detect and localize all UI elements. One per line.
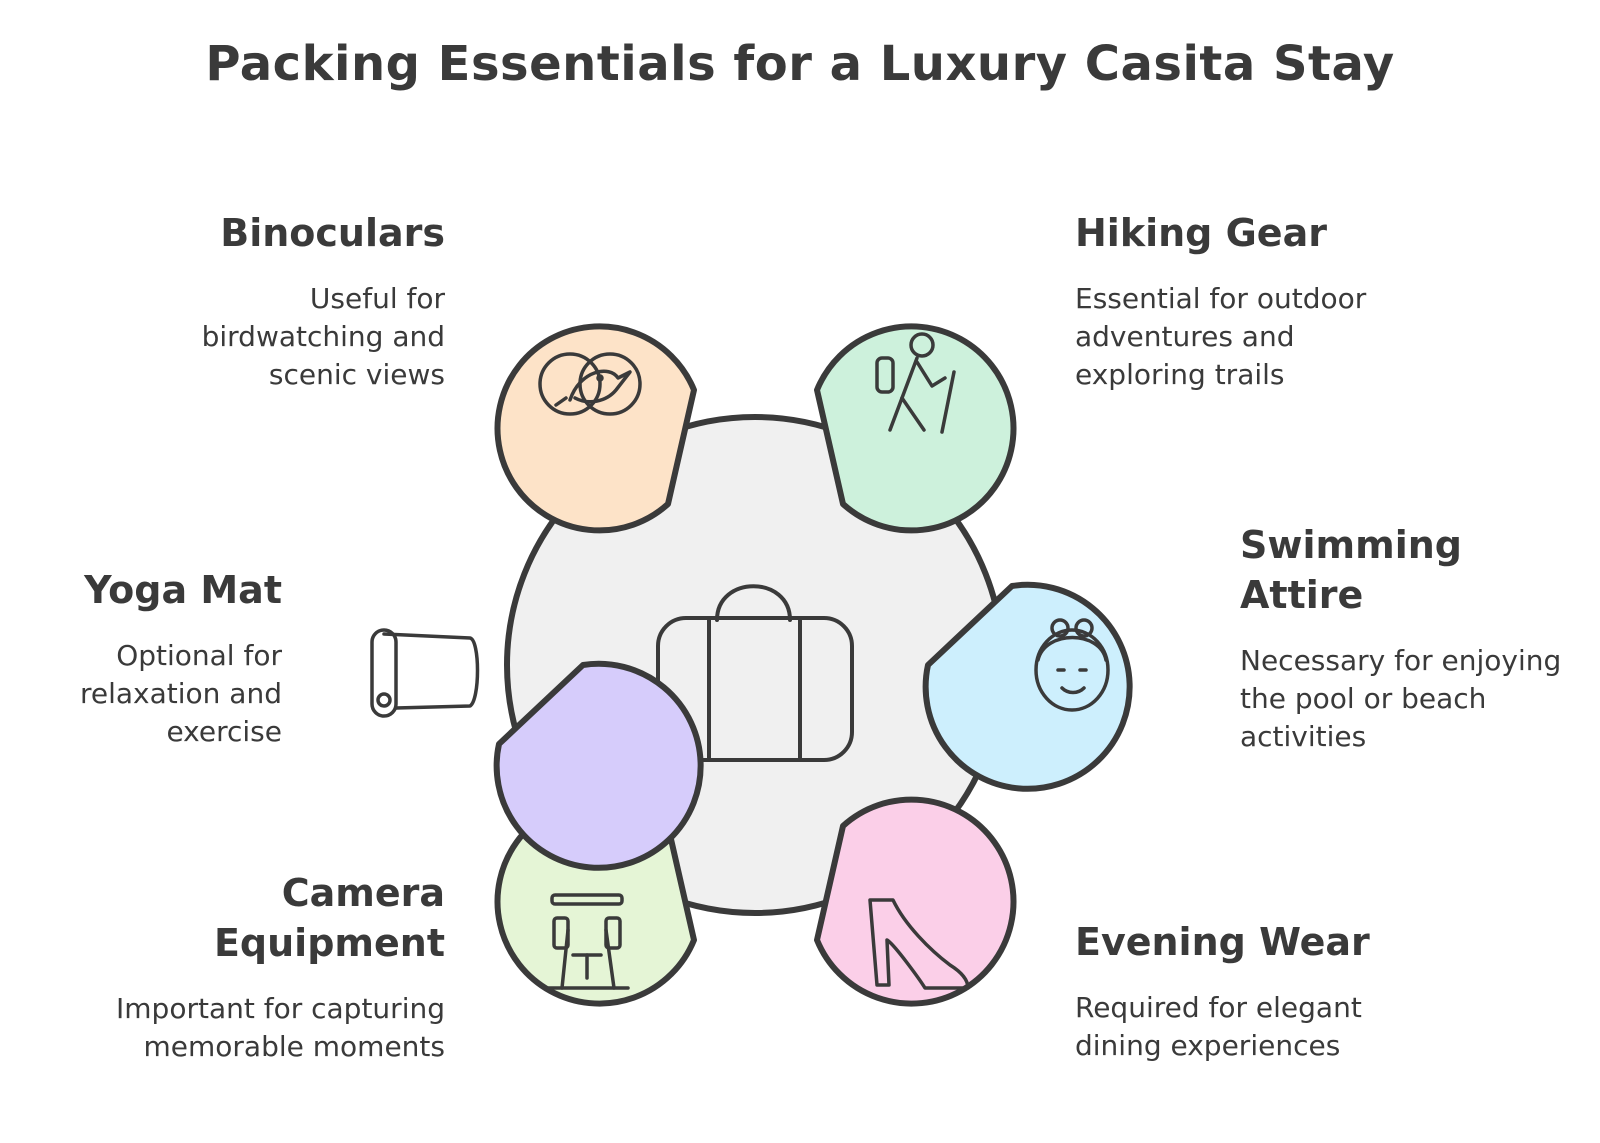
label-swimming-attire: Swimming Attire Necessary for enjoying t… <box>1240 520 1590 756</box>
item-title: Yoga Mat <box>84 568 282 612</box>
page-title: Packing Essentials for a Luxury Casita S… <box>205 36 1395 92</box>
item-description: Optional for relaxation and exercise <box>79 639 282 748</box>
item-description: Important for capturing memorable moment… <box>116 992 445 1063</box>
petal-shape <box>493 660 704 871</box>
item-title: Binoculars <box>220 211 445 255</box>
petal-yoga-mat[interactable] <box>370 628 704 871</box>
label-evening-wear: Evening Wear Required for elegant dining… <box>1075 917 1425 1065</box>
item-description: Required for elegant dining experiences <box>1075 991 1362 1062</box>
swimmer-face-icon <box>1034 618 1110 712</box>
label-hiking-gear: Hiking Gear Essential for outdoor advent… <box>1075 208 1425 394</box>
hiker-icon <box>875 332 956 434</box>
item-title: Swimming Attire <box>1240 523 1462 617</box>
item-title: Hiking Gear <box>1075 211 1327 255</box>
yoga-mat-icon <box>370 628 480 718</box>
item-description: Necessary for enjoying the pool or beach… <box>1240 644 1562 753</box>
petal-evening-wear[interactable] <box>814 796 1017 1007</box>
binoculars-bird-icon <box>538 352 642 416</box>
label-yoga-mat: Yoga Mat Optional for relaxation and exe… <box>40 565 282 751</box>
label-camera-equipment: Camera Equipment Important for capturing… <box>80 868 445 1066</box>
petal-shape <box>814 323 1017 534</box>
petal-hiking-gear[interactable] <box>814 323 1017 534</box>
item-description: Useful for birdwatching and scenic views <box>201 282 445 391</box>
item-title: Camera Equipment <box>213 871 445 965</box>
suitcase-icon <box>656 584 854 762</box>
item-title: Evening Wear <box>1075 920 1370 964</box>
item-description: Essential for outdoor adventures and exp… <box>1075 282 1367 391</box>
petal-binoculars[interactable] <box>494 323 697 534</box>
petal-shape <box>814 796 1017 1007</box>
high-heel-icon <box>868 898 970 990</box>
petal-shape <box>494 323 697 534</box>
label-binoculars: Binoculars Useful for birdwatching and s… <box>120 208 445 394</box>
camera-tripod-icon <box>544 893 630 990</box>
petal-swimming-attire[interactable] <box>922 581 1133 792</box>
